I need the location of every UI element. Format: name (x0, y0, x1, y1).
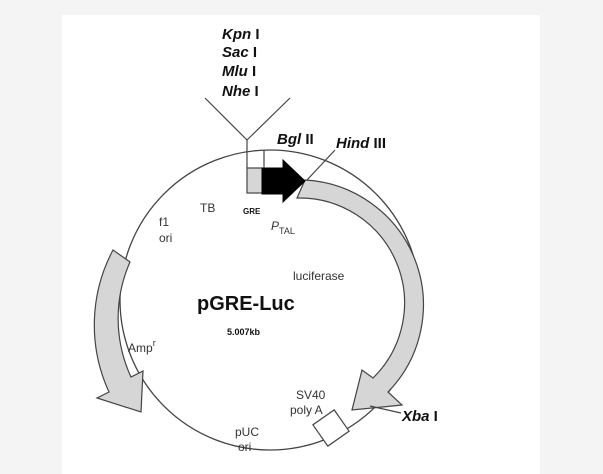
xba-tick-line (369, 405, 402, 414)
ptal-label: PTAL (271, 219, 295, 236)
sac-site-label: Sac I (222, 44, 257, 61)
luciferase-arrow (296, 179, 424, 411)
amp-label: Ampr (128, 338, 156, 355)
mcs-right-line (246, 97, 291, 141)
kpn-site-label: Kpn I (222, 26, 260, 43)
gre-box (246, 167, 265, 194)
hind-site-label: Hind III (336, 135, 386, 152)
bgl-site-label: Bgl II (277, 131, 314, 148)
sv40-polya-box (312, 409, 350, 447)
hind-tick-line (306, 149, 336, 181)
plasmid-name: pGRE-Luc (197, 293, 295, 315)
puc-label: pUC (235, 425, 259, 439)
gre-label: GRE (243, 207, 261, 216)
nhe-site-label: Nhe I (222, 83, 259, 100)
mlu-site-label: Mlu I (222, 63, 256, 80)
sv40-label: SV40 (296, 388, 326, 402)
f1-ori-label: ori (159, 231, 172, 245)
luciferase-label: luciferase (293, 269, 345, 283)
mcs-left-line (204, 97, 248, 141)
sv40-polya-label: poly A (290, 403, 323, 417)
f1-label: f1 (159, 215, 169, 229)
puc-ori-label: ori (238, 440, 251, 454)
plasmid-size: 5.007kb (227, 327, 261, 337)
ptal-promoter-arrow (261, 158, 306, 204)
tb-label: TB (200, 201, 215, 215)
amp-arrow (93, 249, 144, 413)
xba-site-label: Xba I (401, 408, 438, 425)
